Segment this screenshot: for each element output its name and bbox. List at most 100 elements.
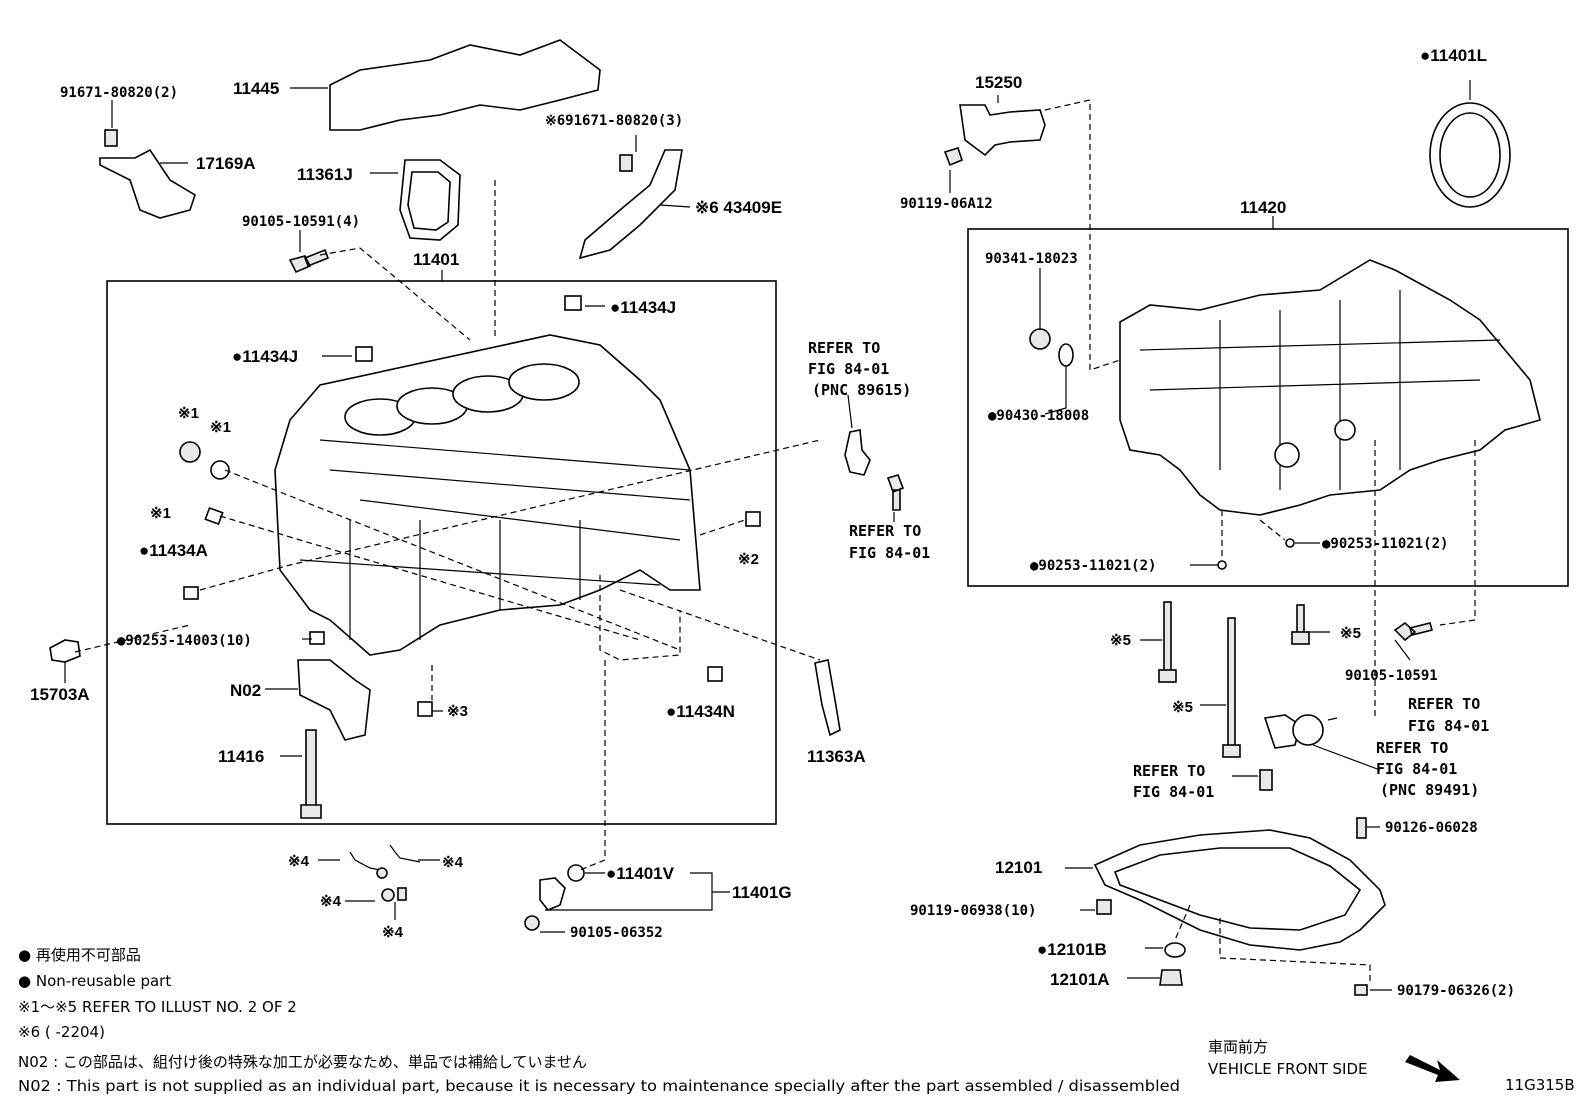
nut-90341[interactable] [1029, 328, 1051, 350]
legend-jp: ● 再使用不可部品 [18, 946, 141, 964]
plug-15703A[interactable] [49, 639, 81, 663]
label-x1-c: ※1 [150, 505, 171, 522]
label-11401: 11401 [413, 250, 459, 269]
label-11434J-top: ●11434J [610, 298, 676, 317]
plug-12101A[interactable] [1159, 969, 1183, 986]
svg-text:FIG 84-01: FIG 84-01 [1376, 760, 1457, 778]
label-90105-10591: 90105-10591 [1345, 668, 1438, 684]
svg-text:FIG 84-01: FIG 84-01 [1133, 783, 1214, 801]
legend-en: ● Non-reusable part [18, 972, 171, 990]
svg-text:REFER TO: REFER TO [808, 339, 880, 357]
bearing-cap-N02[interactable] [297, 659, 371, 741]
gasket-90430[interactable] [1058, 343, 1074, 367]
label-11420: 11420 [1240, 198, 1286, 217]
bolt-90105-10591-b[interactable] [1393, 621, 1433, 642]
label-17169A: 17169A [196, 154, 256, 173]
timing-cover-11445[interactable] [329, 39, 601, 131]
refer-to-fig-84-01-pnc-89615[interactable]: REFER TO FIG 84-01 (PNC 89615) [808, 339, 911, 399]
svg-text:REFER TO: REFER TO [1408, 695, 1480, 713]
svg-text:(PNC 89615): (PNC 89615) [812, 381, 911, 399]
sensor-89615[interactable] [844, 429, 871, 476]
washer-x1-b[interactable] [210, 460, 230, 480]
figure-id: 11G315B [1505, 1076, 1575, 1094]
label-90119-06938: 90119-06938(10) [910, 903, 1036, 919]
label-x4-a: ※4 [288, 853, 310, 870]
oil-jet-x4-a[interactable] [349, 851, 381, 871]
oring-11401V[interactable] [567, 864, 585, 882]
label-43409E: ※6 43409E [695, 198, 782, 217]
label-11434A: ●11434A [139, 541, 208, 560]
n02-note-jp: N02 : この部品は、組付け後の特殊な加工が必要なため、単品では補給していませ… [18, 1053, 587, 1071]
crankcase-11420[interactable] [1119, 259, 1541, 516]
bolt-90105-10591[interactable] [288, 248, 330, 274]
bolt-x5-c[interactable] [1296, 604, 1305, 636]
label-91671-80820-2: 91671-80820(2) [60, 85, 178, 101]
label-x1-a: ※1 [178, 405, 199, 422]
label-x3: ※3 [447, 703, 468, 720]
label-15250: 15250 [975, 73, 1022, 92]
oil-jet-x4-b[interactable] [389, 844, 421, 863]
label-N02: N02 [230, 681, 261, 700]
n02-note-en: N02 : This part is not supplied as an in… [18, 1077, 1180, 1095]
label-12101B: ●12101B [1037, 940, 1107, 959]
bolt-x5-a[interactable] [1163, 601, 1172, 673]
svg-text:(PNC 89491): (PNC 89491) [1380, 781, 1479, 799]
bracket-43409E[interactable] [578, 149, 683, 260]
label-11363A: 11363A [807, 747, 866, 766]
label-90105-10591-4: 90105-10591(4) [242, 214, 360, 230]
label-90253-11021-b: ●90253-11021(2) [1322, 536, 1448, 552]
label-11361J: 11361J [297, 165, 353, 184]
label-91671-80820-3: ※691671-80820(3) [545, 113, 683, 129]
label-90179-06326: 90179-06326(2) [1397, 983, 1515, 999]
sensor-knock[interactable] [1292, 714, 1324, 746]
label-11401V: ●11401V [606, 864, 675, 883]
label-11434J-left: ●11434J [232, 347, 298, 366]
label-x4-d: ※4 [382, 924, 404, 941]
svg-text:FIG 84-01: FIG 84-01 [1408, 717, 1489, 735]
label-x4-b: ※4 [442, 854, 464, 871]
svg-text:REFER TO: REFER TO [849, 522, 921, 540]
bolt-91671[interactable] [104, 129, 118, 147]
label-11401G: 11401G [732, 883, 792, 902]
svg-text:REFER TO: REFER TO [1133, 762, 1205, 780]
label-x5-a: ※5 [1110, 632, 1131, 649]
label-11445: 11445 [233, 79, 279, 98]
label-90119-06A12: 90119-06A12 [900, 196, 993, 212]
crankcase-box [967, 228, 1569, 587]
bolt-11416[interactable] [305, 729, 317, 811]
label-90105-06352: 90105-06352 [570, 925, 663, 941]
label-90126-06028: 90126-06028 [1385, 820, 1478, 836]
bolt-x5-b[interactable] [1227, 617, 1236, 749]
refer-to-fig-84-01-pnc-89491[interactable]: REFER TO FIG 84-01 (PNC 89491) [1376, 739, 1479, 799]
label-12101: 12101 [995, 858, 1042, 877]
label-90341-18023: 90341-18023 [985, 251, 1078, 267]
label-x5-b: ※5 [1172, 699, 1193, 716]
sensor-15250[interactable] [959, 104, 1046, 157]
x6-range-note: ※6 ( -2204) [18, 1023, 105, 1041]
svg-text:REFER TO: REFER TO [1376, 739, 1448, 757]
label-90253-11021-a: ●90253-11021(2) [1030, 558, 1156, 574]
refer-to-fig-84-01-b[interactable]: REFER TO FIG 84-01 [1408, 695, 1489, 735]
refer-illust-note: ※1〜※5 REFER TO ILLUST NO. 2 OF 2 [18, 998, 297, 1016]
bracket-17169A[interactable] [99, 148, 196, 219]
refer-to-fig-84-01-c[interactable]: REFER TO FIG 84-01 [1133, 762, 1214, 801]
plug-x1-a[interactable] [179, 441, 201, 463]
label-x2: ※2 [738, 551, 759, 568]
label-x4-c: ※4 [320, 893, 342, 910]
front-arrow-icon [1405, 1055, 1460, 1082]
svg-text:FIG 84-01: FIG 84-01 [849, 544, 930, 562]
vehicle-front-en: VEHICLE FRONT SIDE [1208, 1060, 1368, 1078]
label-15703A: 15703A [30, 685, 90, 704]
vehicle-front-jp: 車両前方 [1208, 1038, 1268, 1056]
bolt-91671-x6[interactable] [619, 154, 633, 172]
label-12101A: 12101A [1050, 970, 1110, 989]
pipe-11401G[interactable] [539, 877, 566, 911]
refer-to-fig-84-01-a[interactable]: REFER TO FIG 84-01 [849, 522, 930, 562]
label-x5-c: ※5 [1340, 625, 1361, 642]
label-11434N: ●11434N [666, 702, 735, 721]
gasket-12101B[interactable] [1164, 942, 1186, 958]
label-11416: 11416 [218, 747, 264, 766]
gasket-11363A[interactable] [814, 659, 841, 737]
label-90430-18008: ●90430-18008 [988, 408, 1089, 424]
